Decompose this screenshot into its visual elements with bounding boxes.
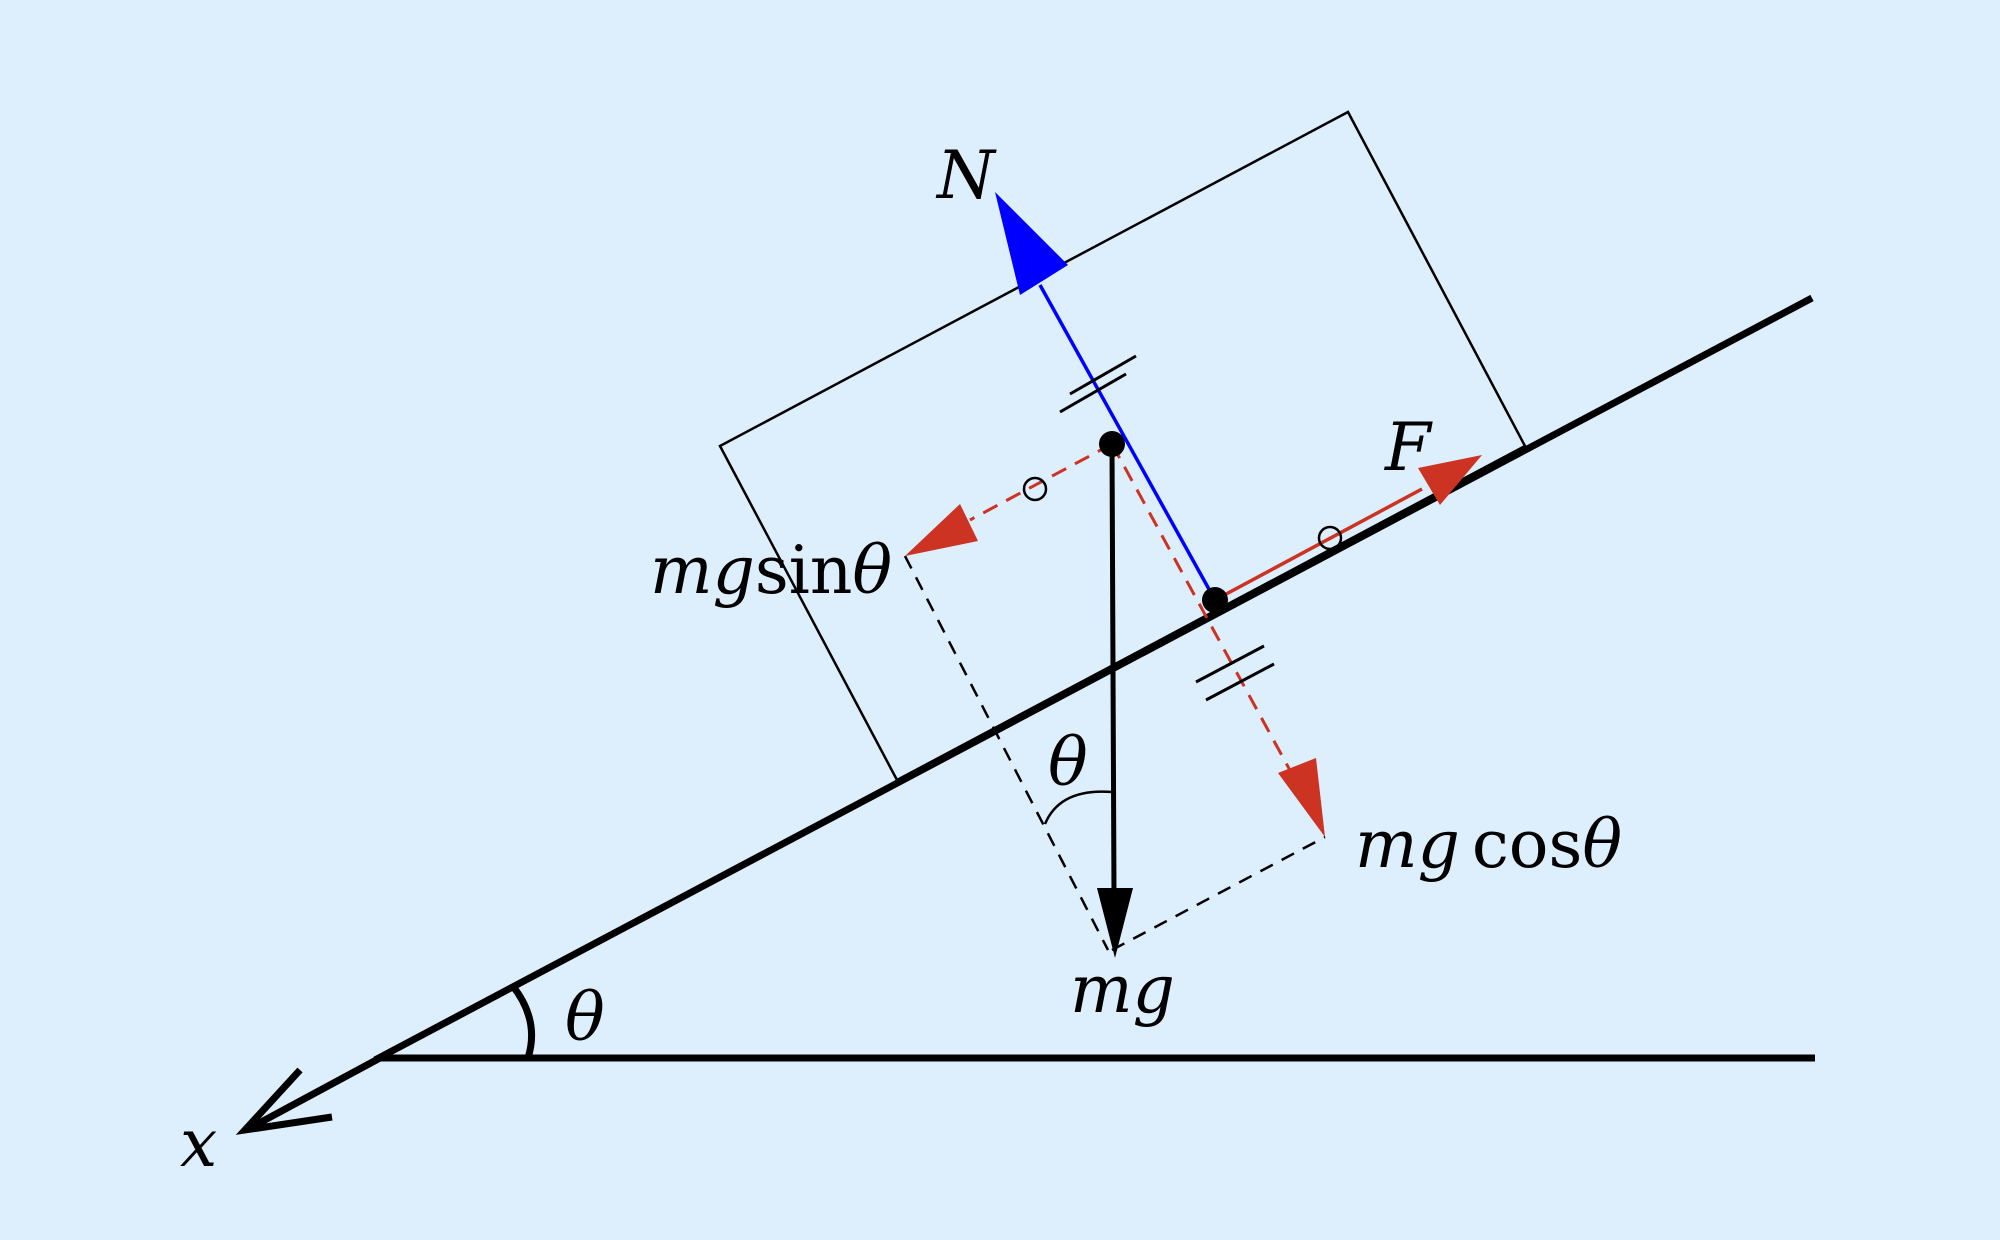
center-of-mass-point xyxy=(1099,431,1125,457)
weight-angle-arc xyxy=(1043,790,1113,825)
x-axis-arrowhead xyxy=(235,1067,333,1135)
friction-force-line xyxy=(1214,487,1423,602)
label-incline-angle: θ xyxy=(565,979,605,1056)
label-mg-sin-theta: mgsinθ xyxy=(650,532,892,609)
label-friction: F xyxy=(1384,409,1433,486)
block xyxy=(718,110,1527,782)
friction-force-marker xyxy=(1317,525,1343,551)
incline-line xyxy=(373,294,1814,1064)
normal-force-line xyxy=(1038,284,1217,601)
equal-tick-lower-1 xyxy=(1195,644,1265,684)
component-perp-arrowhead xyxy=(1278,758,1325,837)
friction-force-arrowhead xyxy=(1418,455,1482,505)
label-x-axis: x xyxy=(180,1105,217,1182)
label-mg-sin-func: sin xyxy=(755,532,853,609)
construction-line-left xyxy=(903,555,1110,951)
label-weight-angle: θ xyxy=(1048,724,1088,801)
component-perp-line xyxy=(1110,443,1300,786)
component-parallel-line xyxy=(969,442,1113,522)
incline-angle-arc xyxy=(509,982,536,1060)
component-parallel-arrowhead xyxy=(905,504,978,556)
contact-point xyxy=(1202,587,1228,613)
x-axis-line xyxy=(248,1054,382,1132)
label-mg-cos-func: cos xyxy=(1472,806,1583,883)
equal-tick-upper-1 xyxy=(1059,372,1127,414)
label-normal: N xyxy=(935,137,997,214)
component-parallel-marker xyxy=(1022,476,1048,502)
label-weight: mg xyxy=(1070,951,1175,1028)
equal-tick-lower-2 xyxy=(1205,662,1275,702)
label-mg-cos-factor: mg xyxy=(1355,806,1460,883)
label-mg-sin-factor: mg xyxy=(650,532,755,609)
normal-force-arrowhead xyxy=(995,192,1068,295)
label-mg-sin-angle: θ xyxy=(852,532,892,609)
weight-line xyxy=(1109,443,1117,896)
equal-tick-upper-2 xyxy=(1069,354,1137,396)
label-mg-cos-angle: θ xyxy=(1582,806,1622,883)
weight-arrowhead xyxy=(1097,888,1133,958)
construction-line-right xyxy=(1111,835,1326,952)
